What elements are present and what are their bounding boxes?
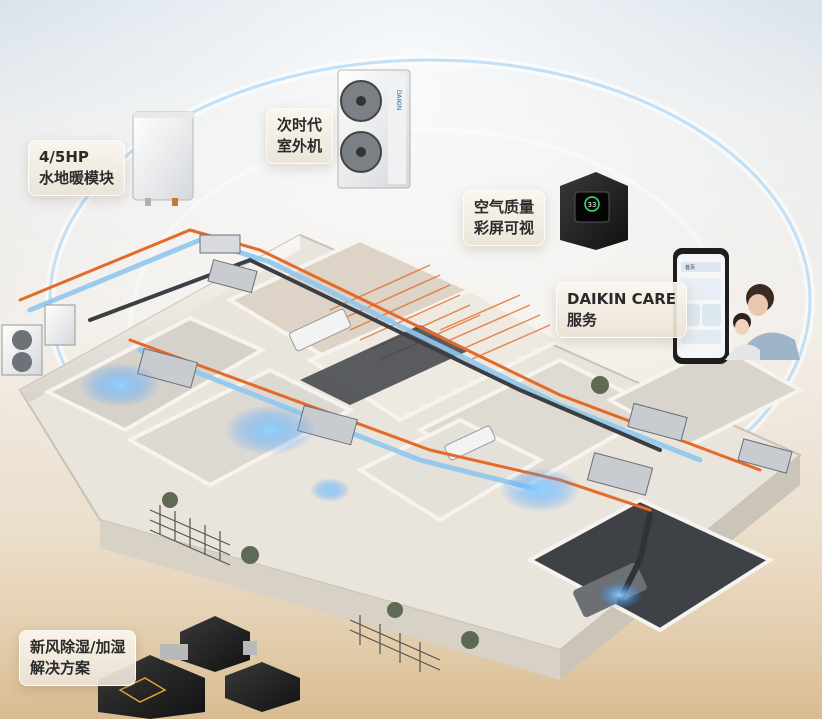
- family-photo: [725, 284, 800, 360]
- outdoor-brand-text: DAIKIN: [395, 90, 402, 111]
- small-outdoor-unit: [1, 304, 76, 376]
- label-fresh-line1: 新风除湿/加湿: [30, 638, 126, 656]
- indoor-units: [136, 234, 793, 496]
- app-title: 首页: [685, 264, 695, 271]
- label-air-line2: 彩屏可视: [474, 219, 535, 237]
- label-hydro-line2: 水地暖模块: [39, 169, 115, 187]
- outdoor-unit: DAIKIN: [337, 69, 411, 189]
- label-outdoor-unit: 次时代 室外机: [266, 108, 334, 164]
- label-outdoor-line1: 次时代: [277, 116, 323, 134]
- airflow-glows: [80, 363, 642, 609]
- label-hydro-line1: 4/5HP: [39, 148, 89, 166]
- ductwork: [18, 228, 762, 603]
- sensor-reading: 33: [588, 201, 597, 209]
- label-air-quality: 空气质量 彩屏可视: [463, 190, 546, 246]
- label-daikin-care: DAIKIN CARE 服务: [556, 282, 688, 338]
- label-care-line2: 服务: [567, 311, 598, 329]
- label-outdoor-line2: 室外机: [277, 137, 323, 155]
- daikin-care-phone: 首页: [673, 248, 729, 364]
- air-quality-sensor: 33: [560, 172, 628, 250]
- label-care-line1: DAIKIN CARE: [567, 290, 677, 308]
- label-hydro-module: 4/5HP 水地暖模块: [28, 140, 126, 196]
- label-fresh-air: 新风除湿/加湿 解决方案: [19, 630, 137, 686]
- balcony-railing: [149, 505, 441, 672]
- fresh-air-units: [98, 616, 300, 719]
- label-air-line1: 空气质量: [474, 198, 535, 216]
- hydro-module: [132, 111, 194, 206]
- floor-heating-pipes: [329, 264, 551, 361]
- label-fresh-line2: 解决方案: [30, 659, 91, 677]
